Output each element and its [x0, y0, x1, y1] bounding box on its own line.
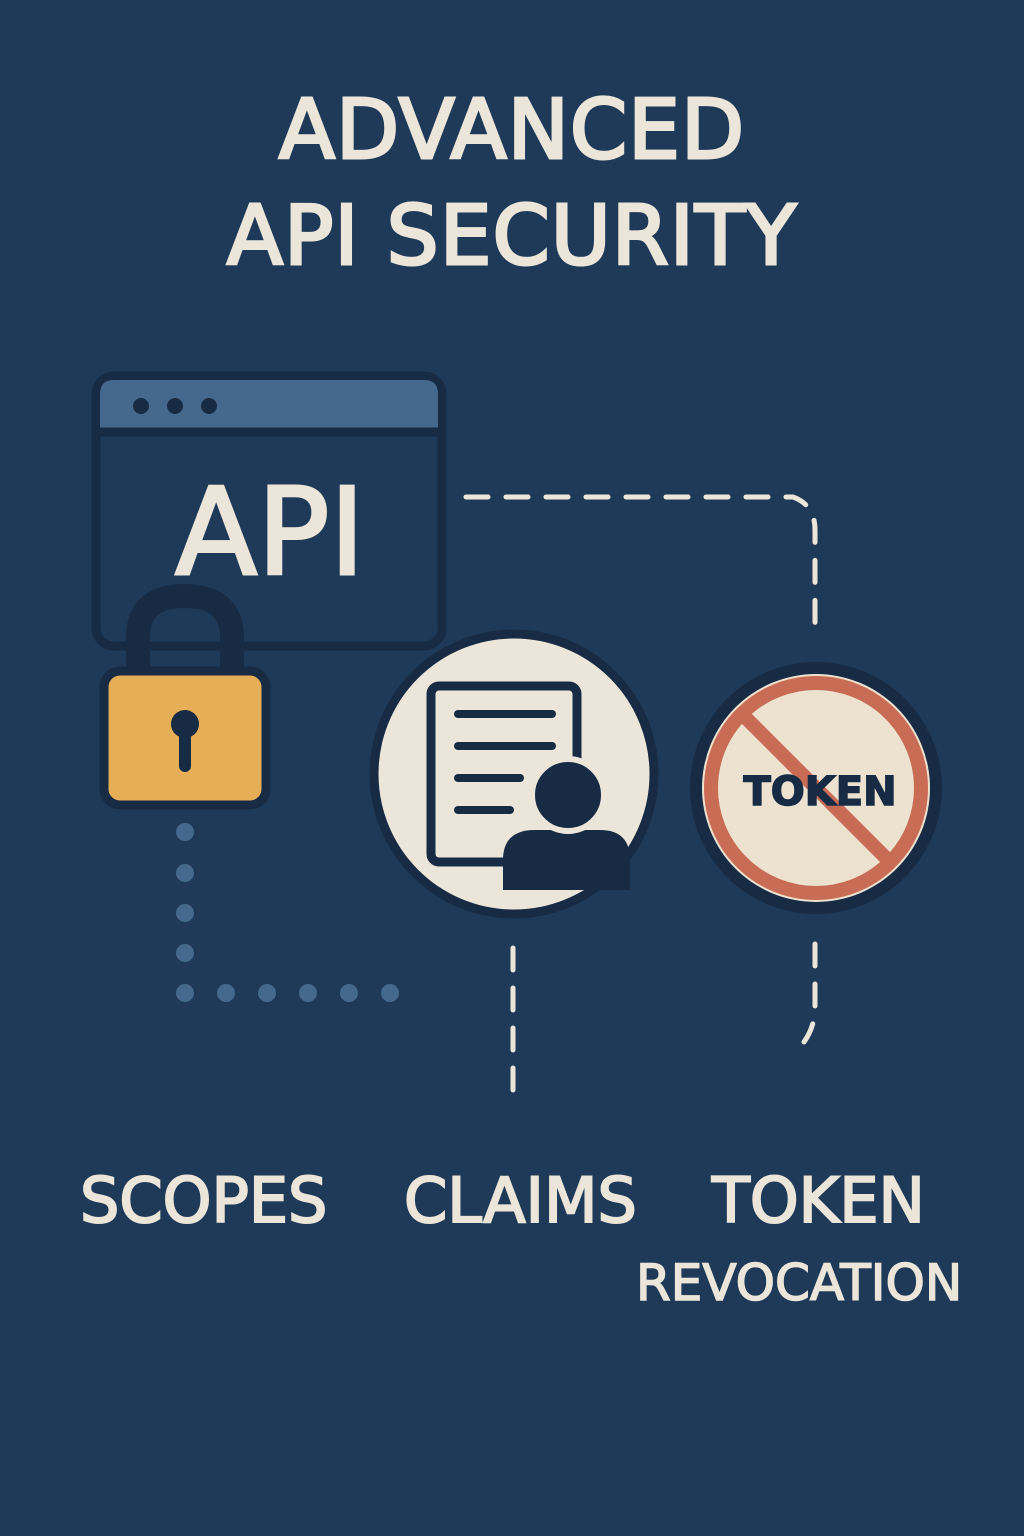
padlock-icon: [99, 583, 271, 810]
browser-window-icon: API: [91, 371, 447, 651]
dotted-connector-padlock-to-claims: [176, 823, 399, 1002]
label-claims: CLAIMS: [403, 1164, 638, 1237]
label-token: TOKEN: [711, 1164, 926, 1237]
label-scopes: SCOPES: [79, 1164, 328, 1237]
title-line-1: ADVANCED: [277, 83, 746, 178]
document-user-icon: [369, 629, 659, 919]
label-revocation: REVOCATION: [635, 1254, 963, 1312]
title-line-2: API SECURITY: [225, 189, 798, 284]
dashed-connector-api-to-token: [463, 494, 818, 643]
prohibited-token-icon: TOKEN: [690, 662, 942, 914]
api-label: API: [175, 464, 365, 603]
token-badge-label: TOKEN: [743, 769, 896, 815]
dashed-connector-token-down: [801, 941, 818, 1045]
